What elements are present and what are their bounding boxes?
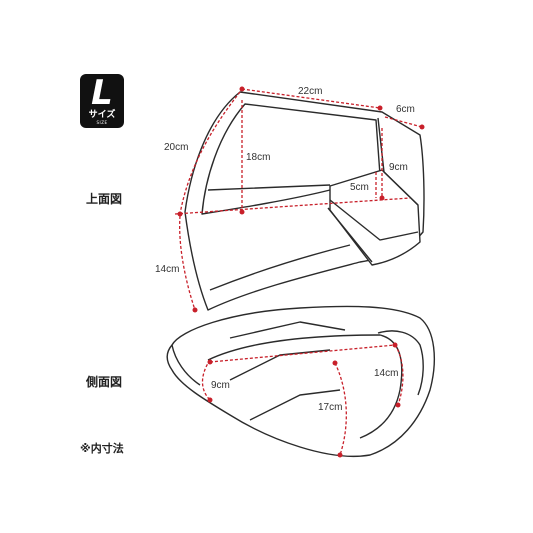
dim-line-20cm (179, 91, 241, 215)
dim-line-22cm (241, 88, 381, 109)
dim-point (392, 342, 398, 348)
dim-label-18cm: 18cm (246, 152, 270, 163)
dim-point (377, 105, 383, 111)
dim-label-9cm-side: 9cm (211, 380, 230, 391)
dim-line-6cm (384, 116, 423, 128)
top-view-dimension-points (177, 86, 425, 313)
dim-label-9cm: 9cm (389, 162, 408, 173)
side-view-panel (207, 334, 403, 439)
top-view-dimensions (174, 88, 423, 311)
top-view-drawing (184, 91, 425, 311)
side-view-dimension-points (207, 342, 401, 458)
top-view-opening (201, 103, 381, 215)
dim-point (177, 211, 183, 217)
size-label-en: SIZE (96, 120, 108, 125)
side-view-drawing (166, 305, 435, 457)
dim-point (332, 360, 338, 366)
dim-point (379, 195, 385, 201)
dim-label-22cm: 22cm (298, 86, 322, 97)
size-label-jp: サイズ (88, 110, 116, 120)
dim-label-17cm-side: 17cm (318, 402, 342, 413)
top-view-dimension-labels: 22cm 6cm 20cm 18cm 9cm 5cm 14cm (155, 86, 415, 275)
dim-label-20cm: 20cm (164, 142, 188, 153)
side-view-cuff (377, 330, 424, 396)
dim-baseline (174, 197, 411, 215)
side-view-dimension-labels: 14cm 9cm 17cm (211, 368, 398, 413)
top-view-cuff-band (327, 199, 419, 263)
dim-side-baseline (209, 344, 396, 363)
dim-point (395, 402, 401, 408)
dim-line-14cm-side (394, 344, 404, 406)
side-view-toe (171, 344, 201, 386)
dim-label-6cm: 6cm (396, 104, 415, 115)
dim-label-14cm: 14cm (155, 264, 179, 275)
dim-label-5cm: 5cm (350, 182, 369, 193)
inner-dimension-note: ※内寸法 (80, 442, 124, 455)
size-badge: L サイズ SIZE (80, 74, 124, 128)
dim-point (239, 86, 245, 92)
dim-point (207, 359, 213, 365)
side-view-label: 側面図 (86, 375, 123, 389)
side-view-dimensions (201, 344, 404, 456)
dim-point (207, 397, 213, 403)
side-view-outline (166, 305, 435, 457)
dim-point (419, 124, 425, 130)
top-view-side-panel (377, 117, 419, 206)
top-view-cuff (329, 169, 421, 266)
dim-line-9cm-side (201, 359, 211, 401)
dim-point (192, 307, 198, 313)
dim-point (239, 209, 245, 215)
dim-line-14cm (179, 215, 196, 311)
dim-label-14cm-side: 14cm (374, 368, 398, 379)
dim-point (337, 452, 343, 458)
dim-line-17cm-side (334, 362, 347, 456)
size-letter: L (91, 73, 113, 113)
top-view-seam (207, 184, 351, 291)
top-view-label: 上面図 (86, 192, 123, 206)
